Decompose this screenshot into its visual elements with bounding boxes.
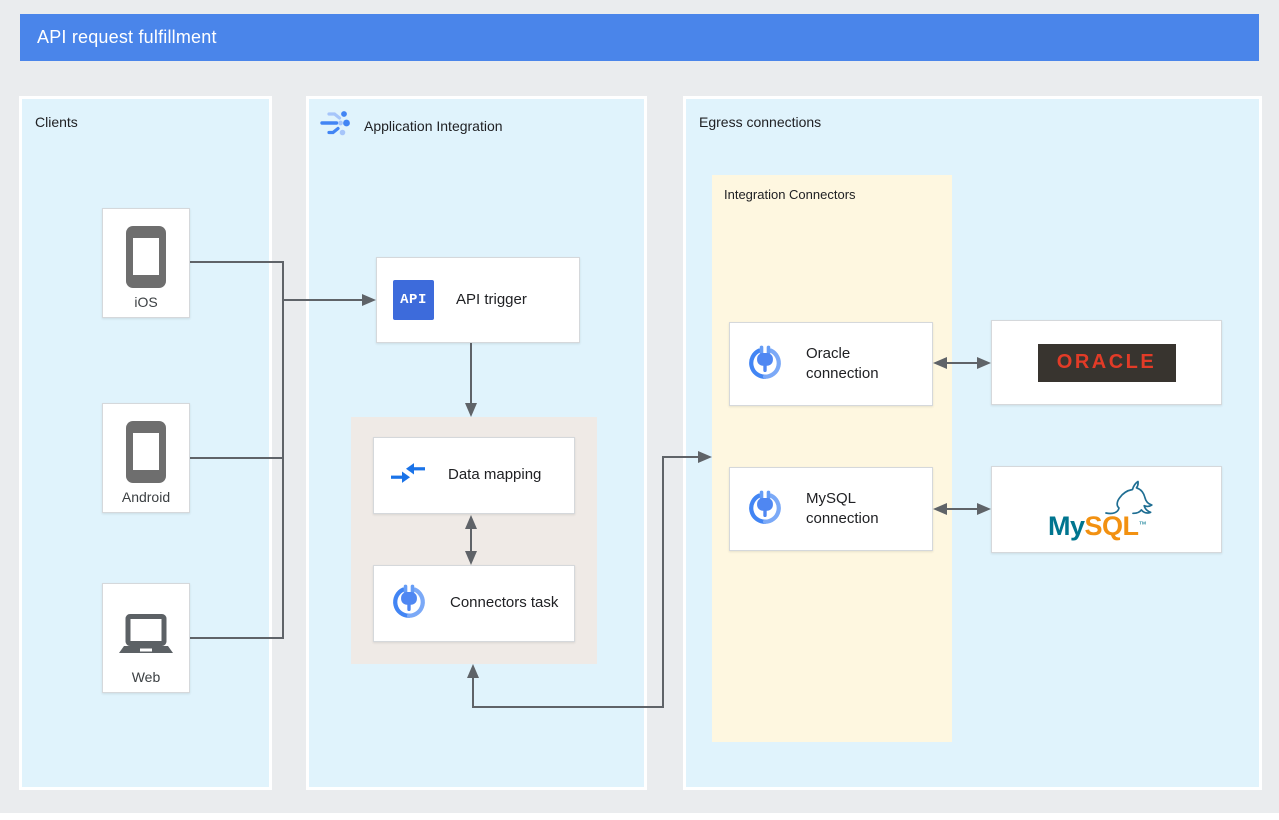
diagram-title: API request fulfillment [37,27,217,47]
device-label: iOS [134,294,158,310]
oracle-logo-text: ORACLE [1056,351,1157,373]
mysql-logo: MySQL™ [1038,475,1188,547]
connectors-icon [746,343,784,386]
client-card-web: Web [102,583,190,693]
diagram-title-bar: API request fulfillment [20,14,1259,61]
connectors-task-label: Connectors task [450,594,559,612]
mysql-connection-node: MySQL connection [729,467,933,551]
egress-panel-title: Egress connections [699,114,822,130]
client-card-android: Android [102,403,190,513]
data-mapping-label: Data mapping [448,466,542,484]
mysql-dolphin-icon [1100,473,1166,522]
application-integration-title: Application Integration [364,117,503,134]
smartphone-icon [126,226,166,288]
oracle-connection-label: Oracle connection [806,344,879,382]
integration-connectors-box: Integration Connectors [712,175,952,742]
connectors-task-node: Connectors task [373,565,575,642]
api-trigger-label: API trigger [456,290,527,308]
clients-panel-title: Clients [35,114,78,130]
laptop-icon [119,610,173,660]
bottom-strip [0,813,1279,820]
device-label: Web [131,669,161,685]
data-mapping-node: Data mapping [373,437,575,514]
oracle-logo: ORACLE [1037,343,1176,382]
data-mapping-icon [390,460,426,491]
oracle-logo-card: ORACLE [991,320,1222,405]
connectors-icon [390,582,428,625]
mysql-logo-card: MySQL™ [991,466,1222,553]
client-card-ios: iOS [102,208,190,318]
device-label: Android [121,489,171,505]
oracle-connection-node: Oracle connection [729,322,933,406]
connectors-icon [746,488,784,531]
integration-connectors-title: Integration Connectors [724,187,856,202]
api-trigger-icon: API [393,280,434,320]
mysql-connection-label: MySQL connection [806,489,879,527]
application-integration-header: Application Integration [318,108,503,143]
application-integration-icon [318,108,352,143]
smartphone-icon [126,421,166,483]
mysql-logo-text: MySQL™ [1048,511,1147,541]
api-trigger-node: API API trigger [376,257,580,343]
